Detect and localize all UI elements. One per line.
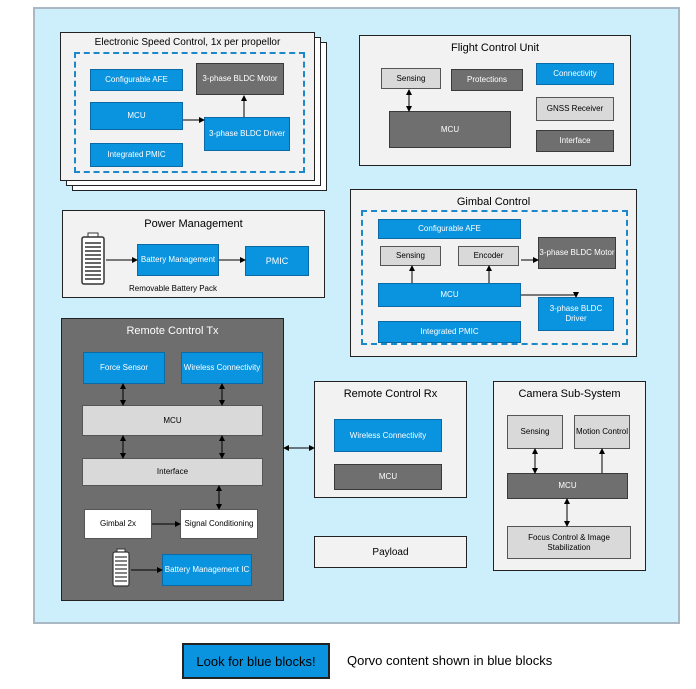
battery-pack-icon	[81, 232, 105, 285]
rctx-gimbal-block: Gimbal 2x	[84, 509, 152, 539]
fcu-protections-block: Protections	[451, 69, 523, 91]
camera-title: Camera Sub-System	[518, 388, 621, 400]
esc-mcu-block: MCU	[90, 102, 183, 130]
legend-text: Qorvo content shown in blue blocks	[347, 653, 553, 668]
fcu-mcu-block: MCU	[389, 111, 511, 148]
rcrx-mcu-block: MCU	[334, 464, 442, 490]
rctx-mcu-block: MCU	[82, 405, 263, 436]
power-pmic-block: PMIC	[245, 246, 309, 276]
rctx-wireless-block: Wireless Connectivity	[181, 352, 263, 384]
rctx-interface-block: Interface	[82, 458, 263, 486]
esc-pmic-block: Integrated PMIC	[90, 143, 183, 167]
rcrx-title: Remote Control Rx	[343, 388, 438, 400]
rcrx-wireless-block: Wireless Connectivity	[334, 419, 442, 452]
esc-driver-block: 3-phase BLDC Driver	[204, 117, 290, 151]
power-title: Power Management	[144, 218, 243, 230]
esc-motor-block: 3-phase BLDC Motor	[196, 63, 284, 95]
rctx-signal-block: Signal Conditioning	[180, 509, 258, 539]
fcu-title: Flight Control Unit	[450, 42, 540, 54]
payload-label: Payload	[372, 546, 409, 558]
gimbal-motor-block: 3-phase BLDC Motor	[538, 237, 616, 269]
gimbal-encoder-block: Encoder	[458, 246, 519, 266]
gimbal-mcu-block: MCU	[378, 283, 521, 307]
camera-focus-block: Focus Control & Image Stabilization	[507, 526, 631, 559]
gimbal-pmic-block: Integrated PMIC	[378, 321, 521, 343]
rctx-title: Remote Control Tx	[126, 325, 219, 337]
gimbal-afe-block: Configurable AFE	[378, 219, 521, 239]
gimbal-qorvo-boundary	[361, 210, 628, 345]
rctx-force-sensor-block: Force Sensor	[83, 352, 165, 384]
rctx-battery-icon	[112, 548, 130, 587]
gimbal-sensing-block: Sensing	[380, 246, 441, 266]
fcu-gnss-block: GNSS Receiver	[536, 97, 614, 121]
power-caption: Removable Battery Pack	[128, 284, 218, 293]
gimbal-title: Gimbal Control	[456, 196, 531, 208]
rctx-battery-ic-block: Battery Management IC	[162, 554, 252, 586]
power-battery-mgmt-block: Battery Management	[137, 244, 219, 276]
camera-sensing-block: Sensing	[507, 415, 563, 449]
fcu-connectivity-block: Connectivity	[536, 63, 614, 85]
legend-blue-button: Look for blue blocks!	[182, 643, 330, 679]
esc-title: Electronic Speed Control, 1x per propell…	[94, 37, 281, 48]
esc-qorvo-boundary	[74, 52, 305, 173]
payload-panel: Payload	[314, 536, 467, 568]
camera-motion-block: Motion Control	[574, 415, 630, 449]
camera-mcu-block: MCU	[507, 473, 628, 499]
gimbal-driver-block: 3-phase BLDC Driver	[538, 297, 614, 331]
fcu-interface-block: Interface	[536, 130, 614, 152]
fcu-sensing-block: Sensing	[381, 68, 441, 89]
esc-afe-block: Configurable AFE	[90, 69, 183, 91]
